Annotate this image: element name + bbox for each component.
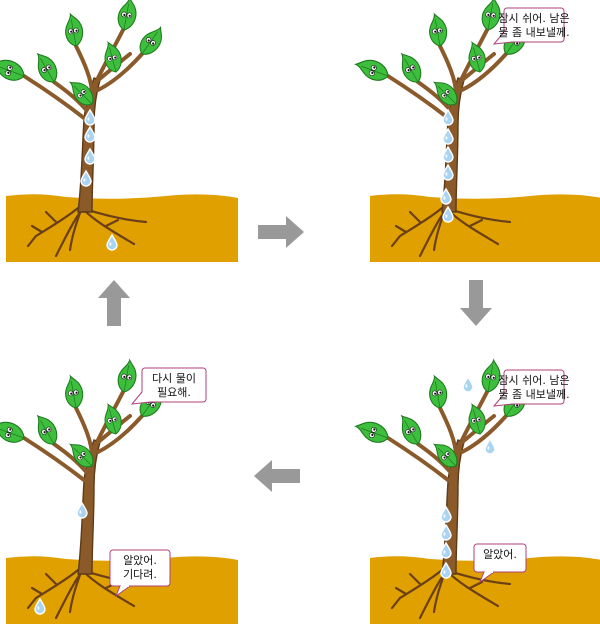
water-drop-icon (484, 438, 496, 455)
speech-bubble-text: 기다려. (123, 568, 157, 581)
speech-bubble-text: 필요해. (157, 385, 191, 399)
arrow-right-icon (258, 216, 304, 248)
tree-illustration (0, 0, 238, 262)
speech-bubble-text: 물 좀 내보낼께. (498, 388, 569, 401)
panel-top-right: 잠시 쉬어. 남은물 좀 내보낼께. (353, 0, 600, 262)
panel-top-left (0, 0, 238, 262)
water-drop-icon (462, 376, 474, 393)
speech-bubble-text: 물 좀 내보낼께. (498, 26, 569, 39)
arrow-down-icon (460, 280, 492, 326)
panel-bottom-right: 잠시 쉬어. 남은물 좀 내보낼께. 알았어. (353, 359, 600, 624)
speech-bubble-text: 알았어. (123, 553, 157, 567)
speech-bubble-text: 다시 물이 (152, 372, 196, 385)
speech-bubble: 잠시 쉬어. 남은물 좀 내보낼께. (492, 7, 570, 45)
arrow-left-icon (254, 460, 300, 492)
speech-bubble-text: 알았어. (483, 547, 517, 561)
speech-bubble: 알았어. (473, 543, 527, 584)
speech-bubble: 잠시 쉬어. 남은물 좀 내보낼께. (492, 369, 570, 407)
speech-bubble: 알았어.기다려. (109, 549, 171, 598)
arrow-up-icon (98, 280, 130, 326)
speech-bubble-text: 잠시 쉬어. 남은 (498, 374, 569, 387)
speech-bubble-text: 잠시 쉬어. 남은 (498, 12, 569, 25)
